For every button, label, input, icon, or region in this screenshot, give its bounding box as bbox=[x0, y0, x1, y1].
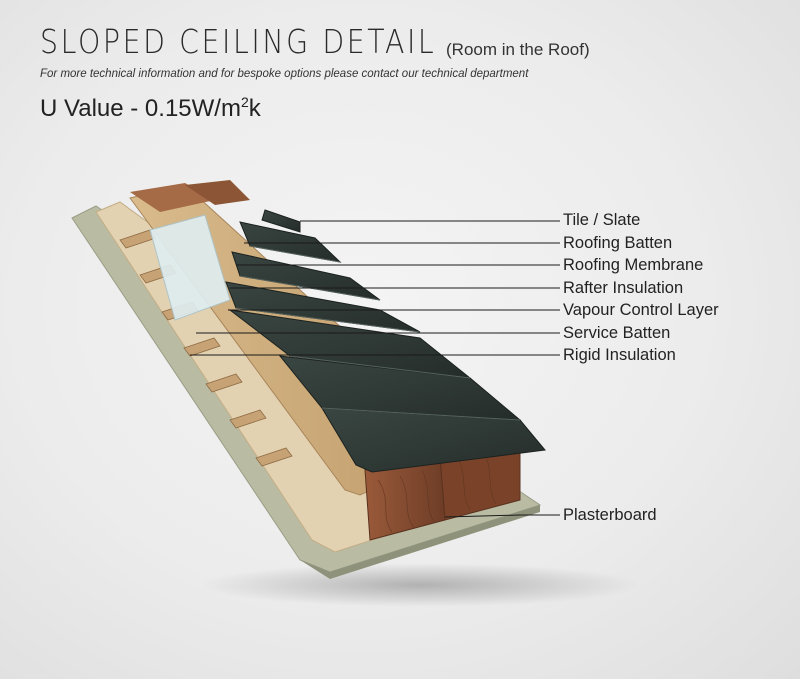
page-title: SLOPED CEILING DETAIL bbox=[40, 22, 437, 61]
label-roofing-membrane: Roofing Membrane bbox=[563, 256, 704, 274]
leader-plasterboard bbox=[444, 514, 560, 518]
ground-shadow bbox=[200, 563, 640, 607]
title-row: SLOPED CEILING DETAIL bbox=[40, 22, 501, 61]
contact-note: For more technical information and for b… bbox=[40, 68, 529, 80]
page-subtitle: (Room in the Roof) bbox=[446, 40, 590, 59]
label-rigid-insulation: Rigid Insulation bbox=[563, 346, 676, 364]
label-plasterboard: Plasterboard bbox=[563, 506, 657, 524]
label-vapour-control-layer: Vapour Control Layer bbox=[563, 301, 719, 319]
u-value-unit: k bbox=[248, 95, 261, 122]
u-value-text: U Value - 0.15W/m bbox=[40, 95, 241, 122]
leader-lines bbox=[190, 220, 560, 518]
plasterboard-edge bbox=[300, 505, 540, 579]
label-roofing-batten: Roofing Batten bbox=[563, 234, 673, 252]
slate-tiles bbox=[225, 209, 546, 473]
label-tile-slate: Tile / Slate bbox=[563, 211, 641, 229]
label-rafter-insulation: Rafter Insulation bbox=[563, 279, 684, 297]
rafter-top-2 bbox=[185, 180, 250, 205]
label-service-batten: Service Batten bbox=[563, 324, 671, 342]
vapour-control-layer bbox=[149, 214, 231, 321]
u-value-superscript: 2 bbox=[240, 94, 249, 110]
u-value: U Value - 0.15W/m2k bbox=[40, 95, 261, 123]
